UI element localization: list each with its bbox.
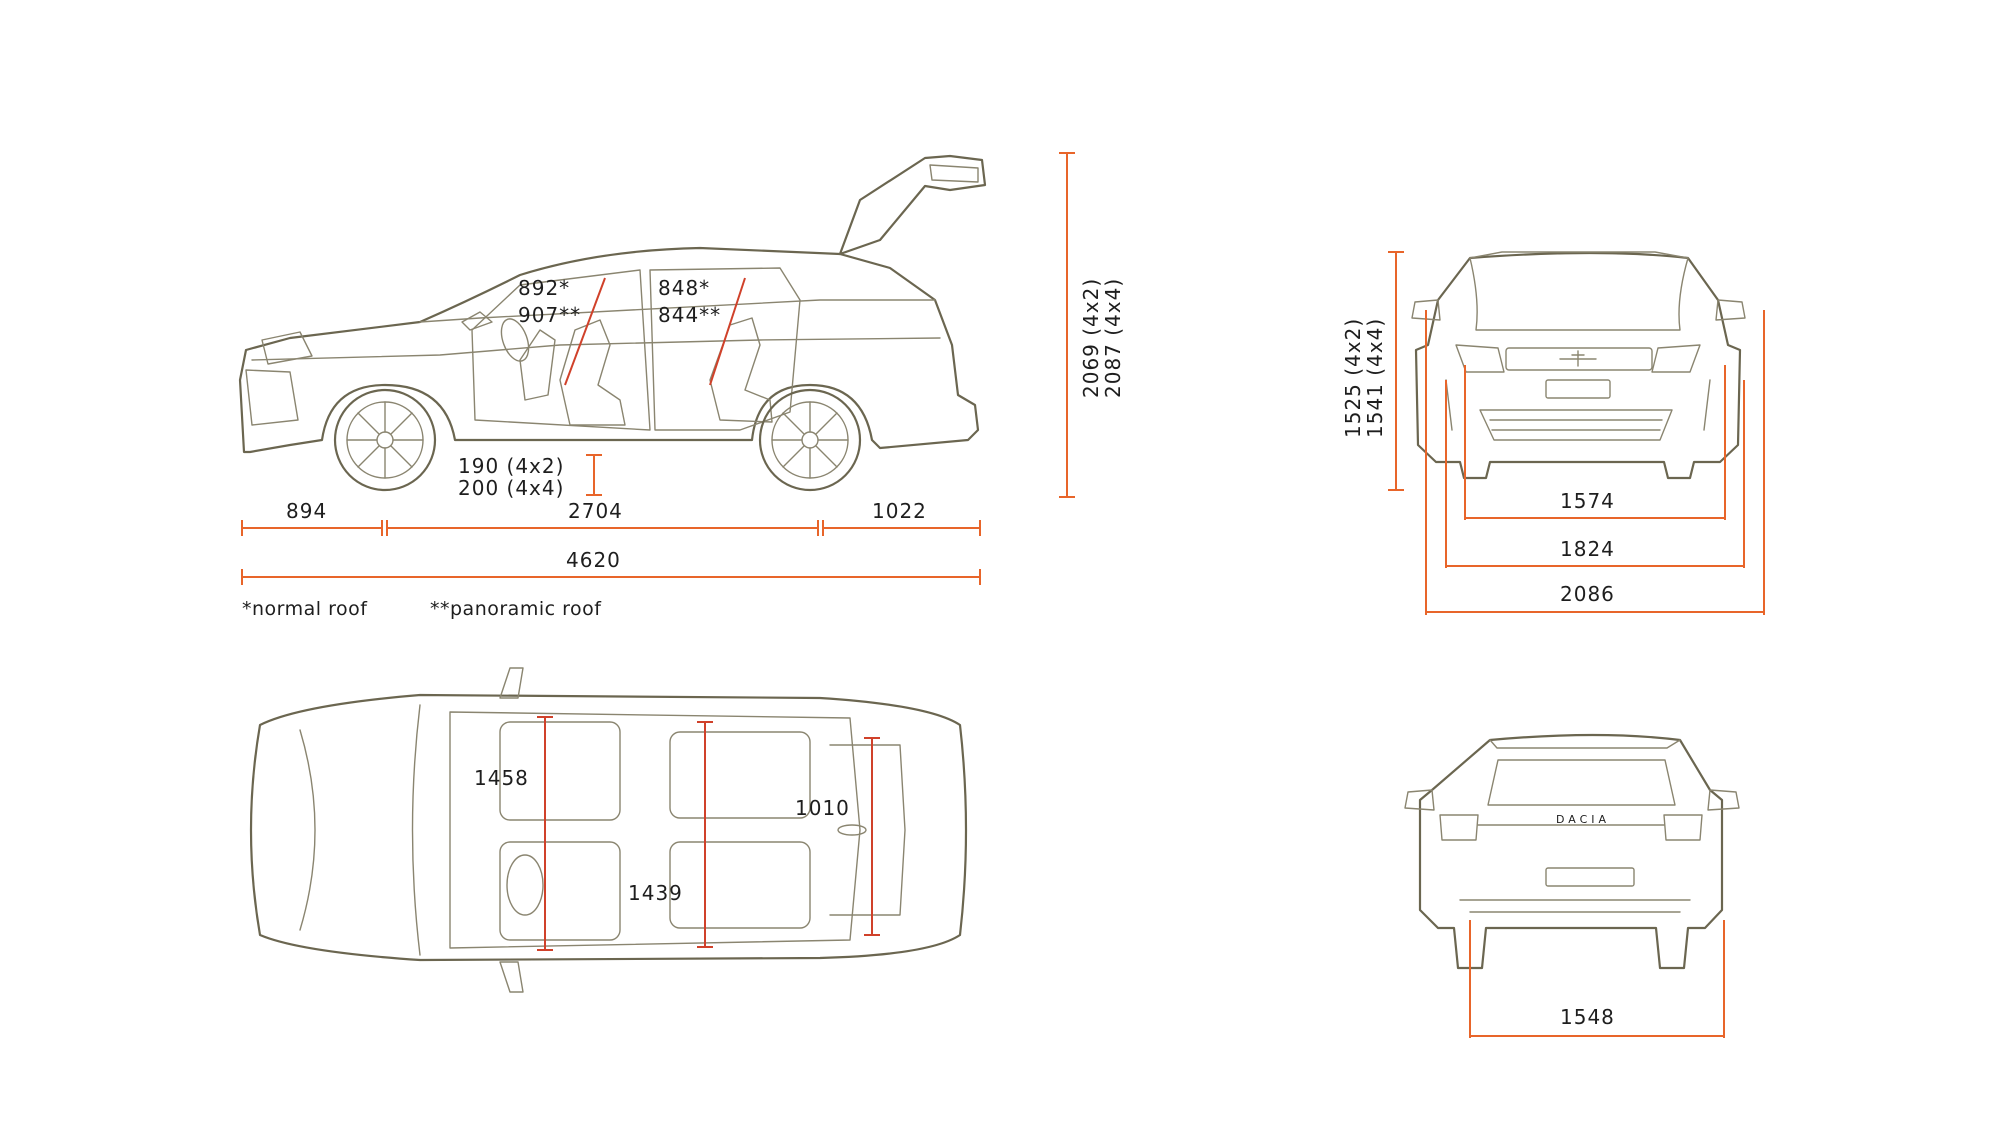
rear-view-car: [1404, 733, 1740, 970]
width-without-mirrors-label: 1824: [1560, 537, 1615, 561]
top-view-car: [249, 667, 968, 993]
height-open-tailgate-4x4: 2087 (4x4): [1101, 278, 1125, 398]
overall-length-label: 4620: [566, 548, 621, 572]
front-track-label: 1574: [1560, 489, 1615, 513]
rear-badge: DACIA: [1556, 813, 1610, 826]
side-view-car: [238, 154, 987, 492]
headroom-front-line: [564, 277, 606, 386]
headroom-rear-normal: 848*: [658, 276, 710, 300]
front-elbow-width-label: 1458: [474, 766, 529, 790]
headroom-front-panoramic: 907**: [518, 303, 581, 327]
headroom-front-normal: 892*: [518, 276, 570, 300]
headroom-rear-panoramic: 844**: [658, 303, 721, 327]
wheelbase-label: 2704: [568, 499, 623, 523]
top-view-dimensions: [537, 716, 880, 951]
boot-width-label: 1010: [795, 796, 850, 820]
front-width-dimensions: [1425, 310, 1765, 615]
height-open-tailgate-4x2: 2069 (4x2): [1079, 278, 1103, 398]
rear-elbow-width-label: 1439: [628, 881, 683, 905]
front-view-car: [1411, 251, 1746, 480]
width-with-mirrors-label: 2086: [1560, 582, 1615, 606]
rear-track-label: 1548: [1560, 1005, 1615, 1029]
footnote-panoramic-roof: **panoramic roof: [430, 598, 602, 620]
front-height-4x4: 1541 (4x4): [1363, 318, 1387, 438]
front-height-4x2: 1525 (4x2): [1341, 318, 1365, 438]
headroom-rear-line: [709, 277, 746, 386]
ground-clearance-4x4: 200 (4x4): [458, 476, 564, 500]
ground-clearance-4x2: 190 (4x2): [458, 454, 564, 478]
length-dimensions: [241, 520, 981, 585]
front-overhang-label: 894: [286, 499, 327, 523]
footnote-normal-roof: *normal roof: [242, 598, 368, 620]
rear-overhang-label: 1022: [872, 499, 927, 523]
